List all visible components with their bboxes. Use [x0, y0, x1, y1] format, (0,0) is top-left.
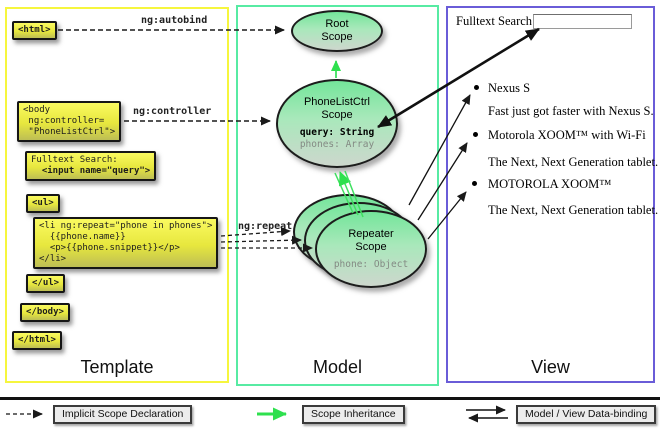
phonelistctrl-scope-ellipse: PhoneListCtrl Scope query: String phones… [276, 79, 398, 168]
bullet-icon [473, 132, 478, 137]
view-panel-label: View [531, 357, 570, 377]
ng-repeat-label: ng:repeat [238, 221, 293, 232]
phone-name: Nexus S [488, 81, 531, 95]
root-scope-ellipse: Root Scope [291, 10, 383, 52]
scope-title-line: Scope [321, 109, 353, 121]
code-text: {{phone.name}} [39, 232, 126, 242]
code-body-close-tag: </body> [20, 303, 70, 322]
bullet-icon [474, 85, 479, 90]
code-text: <p>{{phone.snippet}}</p> [39, 243, 180, 253]
legend-separator-line [0, 397, 660, 400]
legend-model-view-databinding: Model / View Data-binding [516, 405, 657, 424]
code-text: <input name="query"> [31, 166, 151, 176]
root-scope-title: Root Scope [321, 18, 352, 44]
bullet-icon [472, 181, 477, 186]
code-text: "PhoneListCtrl"> [23, 127, 116, 137]
fulltext-search-label: Fulltext Search: [456, 14, 536, 28]
repeater-scope-title: Repeater Scope [348, 228, 393, 254]
code-ul-close-tag: </ul> [26, 274, 66, 293]
phone-snippet: The Next, Next Generation tablet. [488, 155, 659, 169]
scope-title-line: Scope [321, 31, 353, 43]
view-panel [446, 6, 655, 383]
code-text: <body [23, 105, 51, 115]
phone-name: MOTOROLA XOOM™ [488, 177, 612, 191]
code-text: </ul> [32, 278, 60, 288]
code-text: </body> [26, 307, 64, 317]
code-fulltext-input: Fulltext Search: <input name="query"> [25, 151, 157, 181]
phone-snippet: The Next, Next Generation tablet. [488, 203, 659, 217]
code-text: Fulltext Search: [31, 155, 118, 165]
code-text: </html> [18, 335, 56, 345]
scope-title-line: Repeater [348, 227, 394, 240]
template-panel-label: Template [80, 357, 154, 377]
legend-implicit-scope-declaration: Implicit Scope Declaration [53, 405, 193, 424]
code-body-open-tag: <body ng:controller= "PhoneListCtrl"> [17, 101, 122, 142]
code-li-repeat-block: <li ng:repeat="phone in phones"> {{phone… [33, 217, 219, 269]
code-text: </li> [39, 254, 67, 264]
scope-title-line: PhoneListCtrl [303, 96, 371, 108]
model-panel-label: Model [312, 357, 363, 377]
phonelistctrl-scope-title: PhoneListCtrl Scope [304, 96, 370, 122]
code-text: <html> [18, 25, 51, 35]
repeater-scope-ellipse-front: Repeater Scope phone: Object [315, 210, 427, 288]
code-text: <ul> [32, 198, 54, 208]
code-text: <li ng:repeat="phone in phones"> [39, 221, 213, 231]
code-ul-open-tag: <ul> [26, 194, 60, 213]
ng-controller-label: ng:controller [133, 106, 212, 117]
scope-prop-phones: phones: Array [299, 139, 375, 150]
phone-snippet: Fast just got faster with Nexus S. [488, 104, 654, 118]
fulltext-search-input[interactable] [533, 14, 632, 29]
ng-autobind-label: ng:autobind [141, 15, 208, 26]
code-text: ng:controller= [23, 116, 105, 126]
phone-name: Motorola XOOM™ with Wi-Fi [488, 128, 646, 142]
scope-title-line: Scope [355, 240, 387, 253]
legend-scope-inheritance: Scope Inheritance [302, 405, 405, 424]
template-panel [5, 7, 229, 383]
scope-prop-phone: phone: Object [333, 258, 409, 270]
scope-title-line: Root [325, 18, 349, 30]
code-html-close-tag: </html> [12, 331, 62, 350]
code-html-open-tag: <html> [12, 21, 57, 40]
scope-prop-query: query: String [299, 127, 375, 138]
